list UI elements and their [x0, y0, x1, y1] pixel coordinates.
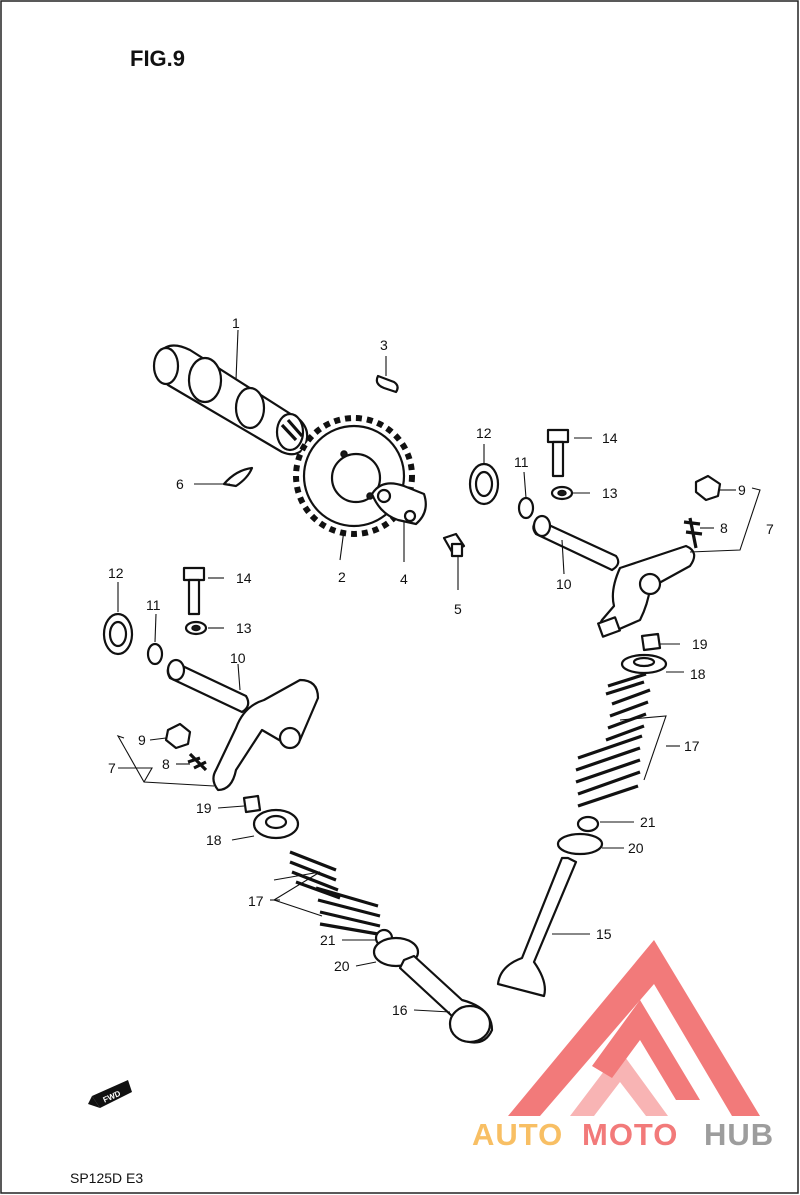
gasket-right	[550, 485, 574, 501]
watermark-text-hub: HUB	[704, 1117, 774, 1152]
callout-bolt-left: 14	[236, 570, 252, 586]
callout-washer-right: 12	[476, 425, 492, 441]
callout-cotter-right: 19	[692, 636, 708, 652]
figure-title: FIG.9	[130, 46, 185, 71]
callout-labels: 1 2 3 4 5 6 7 8 9 10 11 12 13 14 15 16 1…	[108, 315, 774, 1018]
retainer-left	[252, 808, 300, 840]
callout-gasket-left: 13	[236, 620, 252, 636]
rocker-arm-right	[597, 544, 696, 638]
bolt-left	[182, 566, 206, 616]
callout-adjust-screw-left: 8	[162, 756, 170, 772]
callout-rocker-arm-left: 7	[108, 760, 116, 776]
callout-oil-seal-left: 20	[334, 958, 350, 974]
model-code: SP125D E3	[70, 1170, 143, 1186]
washer-left	[102, 612, 134, 656]
callout-valve-springs-left: 17	[248, 893, 264, 909]
callout-oil-seal-right: 20	[628, 840, 644, 856]
retainer-right	[620, 653, 668, 675]
callout-washer-left: 12	[108, 565, 124, 581]
adjust-nut-left	[164, 722, 192, 750]
washer-right	[468, 462, 500, 506]
valve-left	[398, 954, 494, 1044]
valve-springs-right	[575, 672, 651, 808]
callout-retainer-left: 18	[206, 832, 222, 848]
adjust-screw-right	[683, 517, 703, 549]
callout-adjust-screw-right: 8	[720, 520, 728, 536]
camshaft	[152, 344, 309, 456]
callout-dowel-pin: 3	[380, 337, 388, 353]
bolt-right	[546, 428, 570, 478]
dowel-pin	[375, 374, 399, 394]
callout-gasket-right: 13	[602, 485, 618, 501]
callout-spring-seat-right: 21	[640, 814, 656, 830]
callout-cotter-left: 19	[196, 800, 212, 816]
rocker-arm-left	[212, 678, 320, 792]
adjust-screw-left	[187, 752, 208, 772]
callout-spring-seat-left: 21	[320, 932, 336, 948]
forward-arrow: FWD	[88, 1080, 132, 1108]
callout-rocker-shaft-left: 10	[230, 650, 246, 666]
rocker-shaft-left	[166, 658, 250, 714]
callout-cam-sprocket: 2	[338, 569, 346, 585]
oil-seal-right	[556, 832, 604, 856]
callout-valve-springs-right: 17	[684, 738, 700, 754]
callout-retainer-right: 18	[690, 666, 706, 682]
cotter-right	[640, 632, 662, 652]
callout-locking-plate: 4	[400, 571, 408, 587]
watermark-text-auto: AUTO	[472, 1117, 563, 1152]
gasket-left	[184, 620, 208, 636]
callout-rocker-shaft-right: 10	[556, 576, 572, 592]
adjust-nut-right	[694, 474, 722, 502]
callout-o-ring-left: 11	[146, 597, 161, 613]
leader-lines	[116, 329, 761, 1013]
rocker-shaft-right	[532, 514, 620, 572]
callout-rocker-arm-right: 7	[766, 521, 774, 537]
cotter-left	[242, 794, 262, 814]
sprocket-bolt	[442, 532, 466, 558]
camshaft-circlip	[222, 466, 254, 488]
callout-valve-left: 16	[392, 1002, 408, 1018]
o-ring-right	[517, 496, 535, 520]
spring-seat-right	[576, 815, 600, 833]
o-ring-left	[146, 642, 164, 666]
watermark-text-moto: MOTO	[582, 1117, 678, 1152]
callout-camshaft: 1	[232, 315, 240, 331]
watermark-logo: AUTO MOTO HUB	[472, 940, 774, 1152]
callout-adjust-nut-right: 9	[738, 482, 746, 498]
callout-bolt-right: 14	[602, 430, 618, 446]
callout-o-ring-right: 11	[514, 454, 529, 470]
callout-circlip: 6	[176, 476, 184, 492]
valve-right	[496, 856, 578, 998]
callout-adjust-nut-left: 9	[138, 732, 146, 748]
callout-sprocket-bolt: 5	[454, 601, 462, 617]
valve-springs-left	[289, 850, 381, 936]
callout-valve-right: 15	[596, 926, 612, 942]
sprocket-locking-plate	[370, 482, 427, 526]
